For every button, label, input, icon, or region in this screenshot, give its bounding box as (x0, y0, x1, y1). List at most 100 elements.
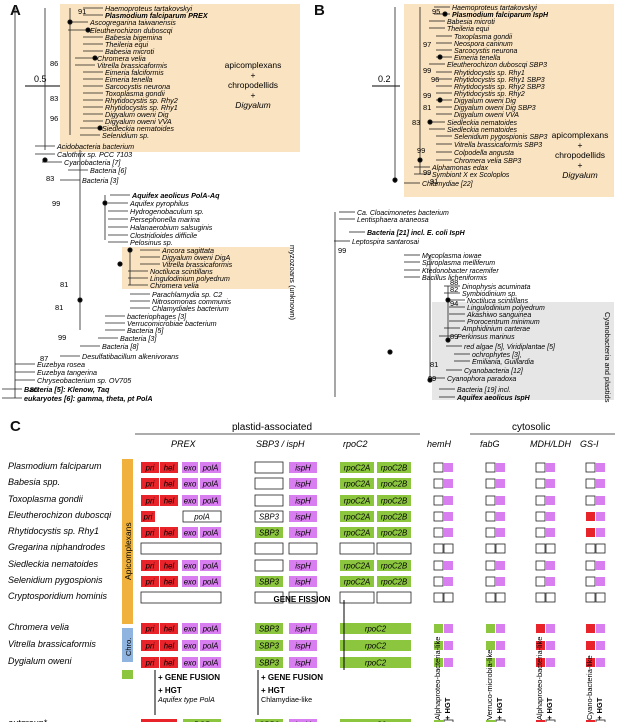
tree-a-node-dot (117, 261, 123, 267)
cytosolic-gene-box (485, 527, 496, 538)
panel-a-letter: A (10, 2, 21, 19)
gene-sbp3-text: SBP3 (259, 659, 280, 668)
tree-b-taxon-label: Haemoproteus tartakovskyi (452, 5, 537, 12)
tree-b-taxon-label: Amphidinium carterae (461, 326, 530, 333)
tree-b-bootstrap: 94 (450, 299, 458, 308)
tree-b-taxon-label: Colpodella angusta (454, 150, 514, 157)
gene-rpoc2b-text: rpoC2B (381, 513, 407, 522)
cytosolic-gene-box (496, 479, 505, 488)
tree-a-taxon-label: Chryseobacterium sp. OV705 (37, 376, 132, 385)
gene-sbp3 (255, 719, 283, 722)
gene-rpoc2b-text: rpoC2B (381, 578, 407, 587)
gene-isph (289, 576, 317, 587)
tree-b-branches (334, 6, 470, 398)
gene-rpoc2a (340, 511, 374, 522)
gene-rpoc2a-text: rpoC2A (344, 529, 370, 538)
tree-a-taxon-label: Bacteria [3] (82, 176, 119, 185)
organism-label: Plasmodium falciparum (8, 461, 102, 471)
cytosolic-gene-box (585, 478, 596, 489)
tree-b-taxon-label: Digyalum oweni Dig SBP3 (454, 105, 536, 112)
gene-polA-text: polA (202, 480, 219, 489)
header-cytosolic: cytosolic (512, 422, 550, 433)
gene-rpoc2 (340, 657, 411, 668)
cytosolic-gene-box (495, 719, 506, 722)
tree-a-bootstrap: 99 (52, 199, 60, 208)
gene-hel-text: hel (164, 562, 175, 571)
gene-pri-hel (141, 719, 177, 722)
tree-b-taxon-label: Rhytidocystis sp. Rhy2 SBP3 (454, 84, 545, 91)
cytosolic-gene-box (443, 543, 454, 554)
gene-hel (160, 462, 178, 473)
gene-rpoc2b-text: rpoC2B (381, 464, 407, 473)
gene-sbp3-text: SBP3 (259, 721, 280, 722)
gene-polA (200, 527, 221, 538)
tree-b-taxon-label: Neospora caninum (454, 41, 513, 48)
cytosolic-gene-box (433, 560, 444, 571)
isph-empty (288, 591, 318, 604)
tree-b-node-dot (387, 349, 393, 355)
cytosolic-gene-box (585, 560, 596, 571)
cytosolic-gene-box (586, 641, 595, 650)
cytosolic-gene-box (586, 624, 595, 633)
tree-b-taxon-label: Rhytidocystis sp. Rhy1 SBP3 (454, 77, 545, 84)
tree-a-taxon-label: Bacteria [6] (90, 166, 127, 175)
gene-rpoc2a-text: rpoC2A (344, 513, 370, 522)
tree-a-bootstrap: 81 (55, 303, 63, 312)
group-label-line: + (251, 70, 256, 80)
tree-a-taxon-label: Eleutherochizon duboscqi (90, 26, 173, 35)
cytosolic-gene-box (433, 495, 444, 506)
tree-b-taxon-label: Bacillus licheniformis (422, 275, 487, 282)
gene-sbp3 (254, 510, 284, 523)
event-gene-fusion: + GENE FUSION (261, 673, 323, 682)
tree-a-taxon-label: Eimeria falciformis (105, 68, 164, 77)
gene-pri-text: pri (145, 529, 155, 538)
tree-b-bootstrap: 82 (450, 285, 458, 294)
tree-a-taxon-label: Bacteria [8] (102, 342, 139, 351)
tree-b-bootstrap: 99 (338, 246, 346, 255)
tree-a-taxon-label: Acidobacteria bacterium (56, 142, 134, 151)
cytosolic-gene-box (596, 624, 605, 633)
tree-a-node-dot (127, 247, 133, 253)
cytosolic-gene-box (536, 658, 545, 667)
gene-isph-text: ispH (295, 578, 311, 587)
gene-polA-text: polA (193, 513, 210, 522)
cytosolic-gene-box (485, 543, 496, 554)
tree-a-taxon-label: Euzebya tangerina (37, 368, 97, 377)
gene-isph (289, 719, 317, 722)
gene-polA-text: polA (202, 659, 219, 668)
tree-a-taxon-label: Babesia microti (105, 47, 155, 56)
gene-isph (289, 640, 317, 651)
gene-hel-text: hel (164, 642, 175, 651)
organism-label: Siedleckia nematoides (8, 559, 99, 569)
gene-pri-text: pri (145, 480, 155, 489)
rpoc2-empty (339, 542, 375, 555)
organism-label: Vitrella brassicaformis (8, 639, 96, 649)
gene-rpoc2-text: rpoC2 (365, 721, 387, 722)
cytosolic-gene-box (546, 496, 555, 505)
gene-rpoc2a-text: rpoC2A (344, 480, 370, 489)
gene-sbp3-text: SBP3 (259, 625, 280, 634)
gene-hel (160, 576, 178, 587)
gene-polA (200, 623, 221, 634)
group-label-line: apicomplexans (225, 60, 282, 70)
tree-b-bootstrap: 99 (417, 146, 425, 155)
tree-b-taxon-label: Chlamydiae [22] (422, 181, 474, 188)
cytosolic-gene-box (443, 592, 454, 603)
cytosolic-gene-box (433, 478, 444, 489)
cytosolic-gene-box (486, 658, 495, 667)
cytosolic-gene-box (433, 592, 444, 603)
cytosolic-gene-box (496, 561, 505, 570)
gene-pri-text: pri (145, 659, 155, 668)
cytosolic-gene-box (444, 512, 453, 521)
tree-a-taxon-label: Rhytidocystis sp. Rhy1 (105, 103, 178, 112)
gene-rpoc2 (340, 719, 411, 722)
tree-b-taxon-label: Symbiont X ex Scoloplos (432, 172, 510, 179)
gene-pri-text: pri (145, 578, 155, 587)
gene-hel (160, 560, 178, 571)
organism-label: Dygialum oweni (8, 656, 73, 666)
tree-a-taxon-label: Sarcocystis neurona (105, 82, 170, 91)
cytosolic-gene-box (596, 561, 605, 570)
cytosolic-gene-box (535, 576, 546, 587)
cytosolic-gene-box (546, 512, 555, 521)
